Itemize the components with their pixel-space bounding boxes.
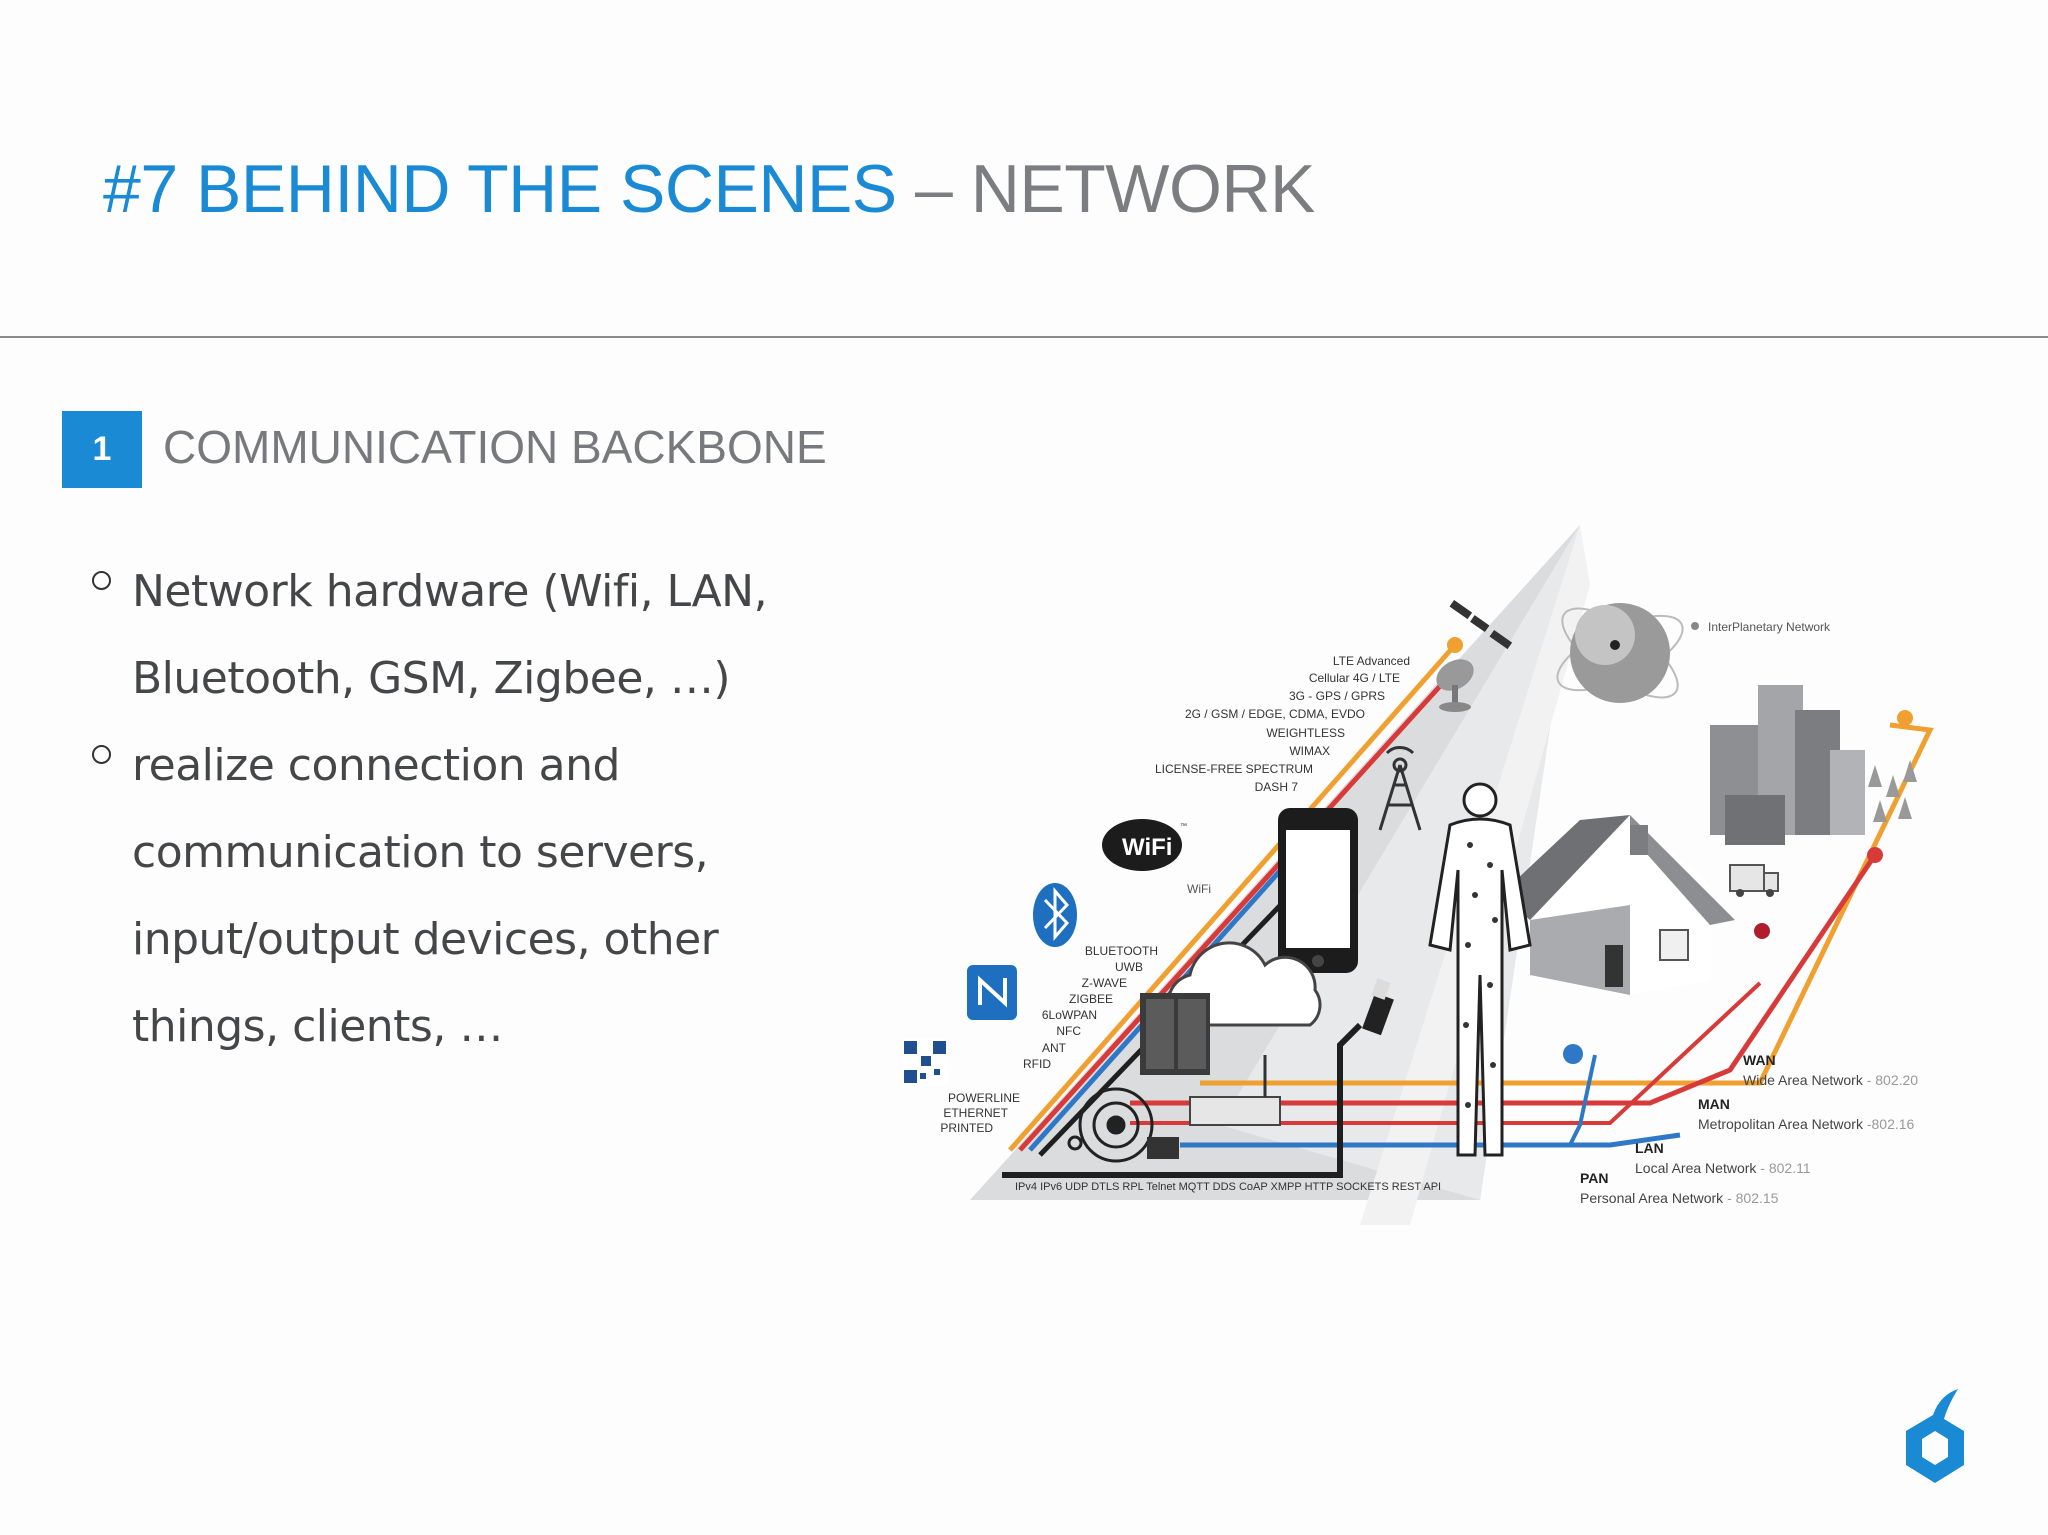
network-abbr: WAN — [1743, 1052, 1776, 1068]
satellite-icon — [1449, 599, 1513, 650]
short-range-label: RFID — [1023, 1057, 1051, 1071]
wired-labels: POWERLINE ETHERNET PRINTED — [940, 1091, 1020, 1135]
cellular-label: DASH 7 — [1255, 780, 1299, 794]
cellular-label: LICENSE-FREE SPECTRUM — [1155, 762, 1313, 776]
title-topic-part: NETWORK — [970, 151, 1316, 227]
network-abbr: MAN — [1698, 1096, 1730, 1112]
qr-code-icon — [902, 1039, 948, 1085]
network-name: Wide Area Network - 802.20 — [1743, 1072, 1918, 1088]
bluetooth-logo-icon — [1033, 883, 1077, 947]
svg-text:™: ™ — [1180, 823, 1187, 830]
man-node — [1867, 847, 1883, 863]
house-icon — [1500, 815, 1735, 995]
nfc-logo-icon — [967, 965, 1017, 1020]
bullet-line: things, clients, … — [132, 1001, 503, 1052]
slide-title: #7 BEHIND THE SCENES – NETWORK — [103, 150, 1315, 228]
ethernet-cable-icon — [1362, 978, 1394, 1036]
short-range-label: UWB — [1115, 960, 1143, 974]
globe-icon — [1556, 603, 1684, 703]
cellular-label: 3G - GPS / GPRS — [1289, 689, 1385, 703]
interplanetary-dot — [1691, 622, 1699, 630]
person-silhouette-icon — [1428, 782, 1532, 1157]
protocols-label: IPv4 IPv6 UDP DTLS RPL Telnet MQTT DDS C… — [1015, 1181, 1441, 1193]
cellular-labels: LTE Advanced Cellular 4G / LTE 3G - GPS … — [1155, 654, 1410, 794]
wired-label: PRINTED — [940, 1121, 993, 1135]
bullet-line: Bluetooth, GSM, Zigbee, …) — [132, 653, 731, 704]
section-heading: COMMUNICATION BACKBONE — [163, 421, 827, 473]
diagonal-red-line — [1018, 673, 1452, 1152]
wired-black-line — [1002, 1022, 1363, 1178]
network-name: Personal Area Network - 802.15 — [1580, 1190, 1779, 1206]
router-icon — [1189, 1055, 1281, 1126]
cellular-label: WIMAX — [1289, 744, 1330, 758]
short-range-label: NFC — [1056, 1024, 1081, 1038]
sensor-chip-icon — [1147, 1137, 1179, 1159]
lan-line — [1180, 1132, 1681, 1148]
wan-line — [1200, 722, 1934, 1086]
wan-node — [1897, 710, 1913, 726]
satellite-dish-icon — [1436, 659, 1474, 712]
server-rack-icon — [1140, 993, 1210, 1075]
network-abbr: PAN — [1580, 1170, 1609, 1186]
man-line-2 — [1130, 981, 1762, 1125]
bullet-line: realize connection and — [132, 740, 620, 791]
radio-tower-icon — [1378, 746, 1422, 831]
trees-icon — [1868, 760, 1917, 822]
cellular-label: WEIGHTLESS — [1266, 726, 1345, 740]
iot-network-infographic: WiFi ™ WiFi LTE Advanced Cellular 4G / L… — [902, 525, 1934, 1225]
short-range-label: 6LoWPAN — [1042, 1008, 1097, 1022]
network-abbr: LAN — [1635, 1140, 1664, 1156]
house-node — [1754, 923, 1770, 939]
network-name: Metropolitan Area Network -802.16 — [1698, 1116, 1915, 1132]
diagonal-orange-line — [1008, 643, 1457, 1152]
title-dash: – — [896, 151, 971, 227]
pan-line — [1568, 1054, 1597, 1146]
smartphone-icon — [1278, 808, 1358, 973]
network-types-legend: WAN Wide Area Network - 802.20 MAN Metro… — [1580, 1052, 1918, 1206]
truck-icon — [1729, 864, 1779, 897]
bullet-line: input/output devices, other — [132, 914, 719, 965]
bullet-line: communication to servers, — [132, 827, 709, 878]
city-buildings-icon — [1710, 685, 1865, 845]
cellular-label: LTE Advanced — [1333, 654, 1410, 668]
bullet-item: realize connection and communication to … — [90, 722, 810, 1070]
short-range-label: ANT — [1042, 1041, 1067, 1055]
wireless-signal-icon — [1067, 1087, 1154, 1163]
title-divider — [0, 336, 2048, 338]
cellular-label: Cellular 4G / LTE — [1309, 671, 1400, 685]
orange-node — [1447, 637, 1463, 653]
interplanetary-label: InterPlanetary Network — [1708, 620, 1831, 634]
wired-label: ETHERNET — [943, 1106, 1008, 1120]
wifi-label: WiFi — [1187, 882, 1211, 896]
wired-label: POWERLINE — [948, 1091, 1020, 1105]
network-name: Local Area Network - 802.11 — [1635, 1160, 1811, 1176]
cellular-label: 2G / GSM / EDGE, CDMA, EVDO — [1185, 707, 1365, 721]
hollow-circle-bullet-icon — [92, 745, 111, 764]
short-range-label: Z-WAVE — [1082, 976, 1127, 990]
short-range-labels: BLUETOOTH UWB Z-WAVE ZIGBEE 6LoWPAN NFC … — [1023, 944, 1158, 1071]
hollow-circle-bullet-icon — [92, 571, 111, 590]
man-line — [1130, 853, 1878, 1106]
short-range-label: ZIGBEE — [1069, 992, 1113, 1006]
brand-logo-icon — [1906, 1389, 1964, 1483]
section-number-badge: 1 — [62, 411, 142, 488]
bullet-list: Network hardware (Wifi, LAN, Bluetooth, … — [90, 548, 810, 1070]
bullet-item: Network hardware (Wifi, LAN, Bluetooth, … — [90, 548, 810, 722]
bullet-line: Network hardware (Wifi, LAN, — [132, 566, 768, 617]
title-number-part: #7 BEHIND THE SCENES — [103, 151, 897, 227]
svg-text:WiFi: WiFi — [1122, 834, 1172, 861]
wifi-logo-icon: WiFi ™ — [1102, 819, 1187, 871]
short-range-label: BLUETOOTH — [1085, 944, 1158, 958]
pan-node — [1563, 1044, 1583, 1064]
